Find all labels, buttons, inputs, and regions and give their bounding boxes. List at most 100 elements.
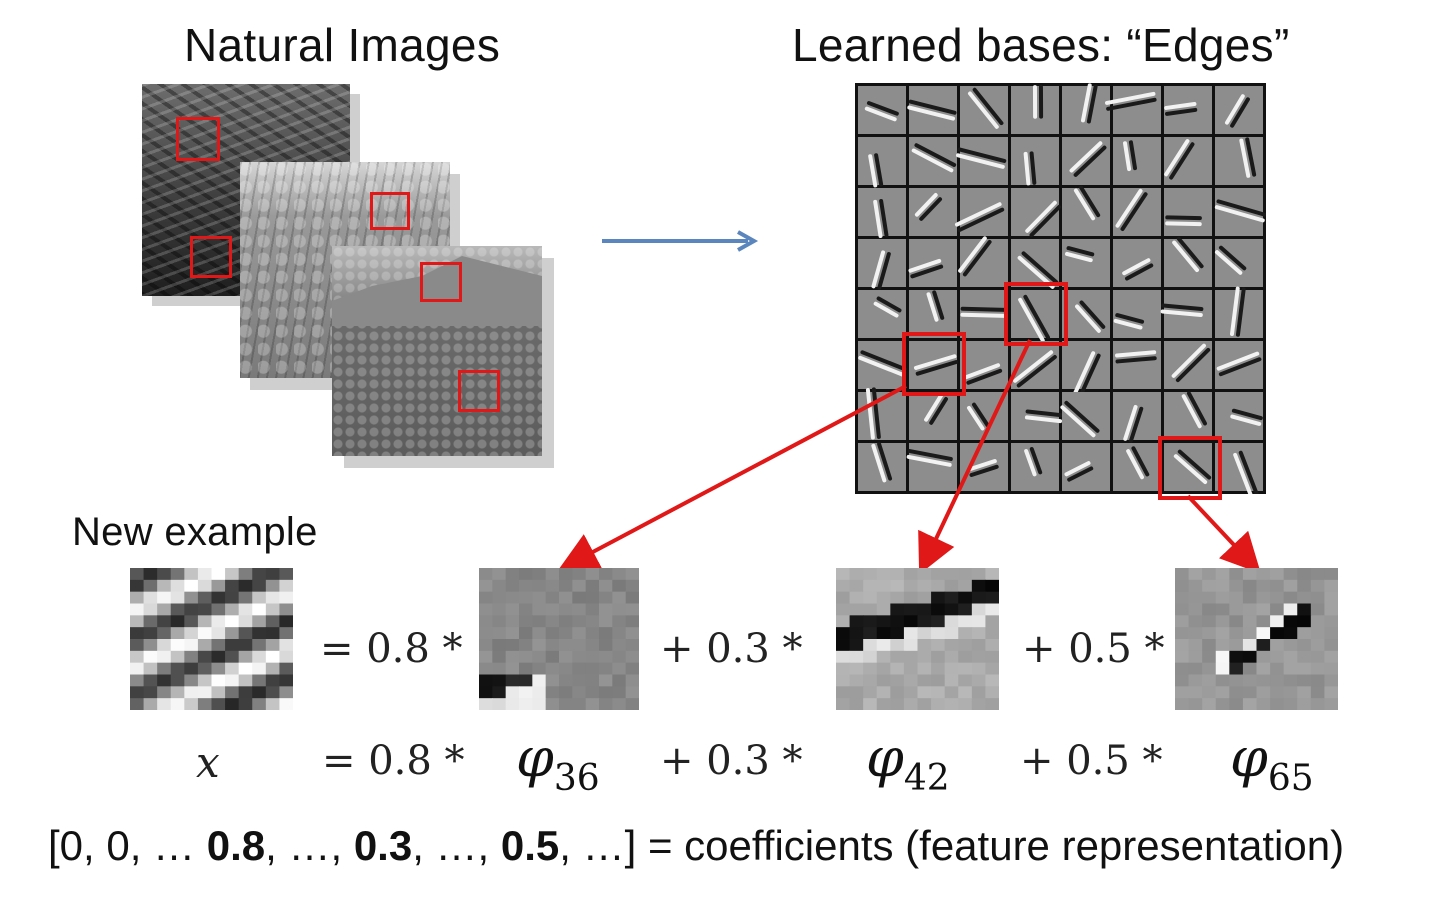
basis-tile: [1164, 341, 1212, 389]
patch-pixel: [1256, 650, 1271, 664]
patch-pixel: [211, 591, 226, 604]
basis-phi65-patch: [1175, 568, 1338, 710]
patch-pixel: [1242, 674, 1257, 687]
eq-bottom-coef-2: + 0.3 *: [660, 738, 803, 784]
patch-pixel: [1229, 639, 1244, 652]
basis-edge-stroke: [1177, 449, 1212, 480]
basis-edge-stroke: [873, 301, 899, 318]
patch-pixel: [1283, 627, 1298, 640]
patch-pixel: [836, 579, 851, 593]
patch-pixel: [585, 639, 600, 652]
patch-pixel: [532, 662, 547, 675]
patch-pixel: [1175, 662, 1190, 675]
patch-pixel: [479, 627, 493, 640]
patch-pixel: [1188, 627, 1203, 640]
patch-pixel: [479, 650, 493, 664]
basis-edge-stroke: [1113, 318, 1143, 330]
patch-pixel: [836, 650, 851, 664]
patch-pixel: [211, 603, 226, 616]
patch-pixel: [1310, 639, 1325, 652]
patch-pixel: [184, 698, 199, 710]
basis-edge-stroke: [1128, 140, 1138, 171]
patch-pixel: [1175, 639, 1190, 652]
patch-pixel: [1175, 603, 1190, 616]
patch-pixel: [849, 615, 864, 628]
basis-edge-stroke: [879, 198, 889, 238]
patch-pixel: [849, 662, 864, 675]
patch-pixel: [157, 627, 172, 640]
patch-pixel: [170, 627, 185, 640]
patch-pixel: [903, 568, 918, 581]
patch-pixel: [903, 698, 918, 710]
patch-pixel: [599, 579, 613, 593]
basis-edge-stroke: [1161, 303, 1204, 312]
patch-pixel: [931, 591, 946, 604]
patch-pixel: [265, 639, 280, 652]
patch-pixel: [585, 579, 600, 593]
coef-value-1: 0.8: [206, 822, 266, 869]
patch-pixel: [849, 639, 864, 652]
phi-subscript: 65: [1267, 758, 1314, 799]
patch-pixel: [479, 674, 493, 687]
basis-tile: [909, 392, 957, 440]
patch-pixel: [863, 627, 878, 640]
patch-pixel: [1310, 674, 1325, 687]
patch-pixel: [559, 627, 573, 640]
patch-pixel: [559, 615, 573, 628]
patch-pixel: [265, 579, 280, 593]
basis-edge-stroke: [919, 197, 943, 221]
patch-pixel: [1297, 579, 1312, 593]
patch-pixel: [944, 662, 959, 675]
patch-pixel: [971, 650, 986, 664]
patch-pixel: [1188, 568, 1203, 581]
patch-pixel: [876, 603, 891, 616]
basis-edge-stroke: [876, 296, 902, 313]
basis-edge-stroke: [871, 250, 886, 289]
patch-pixel: [971, 603, 986, 616]
patch-pixel: [1324, 591, 1338, 604]
patch-pixel: [157, 579, 172, 593]
patch-pixel: [1202, 627, 1217, 640]
patch-pixel: [170, 639, 185, 652]
patch-pixel: [944, 698, 959, 710]
patch-pixel: [143, 698, 158, 710]
patch-pixel: [197, 579, 212, 593]
patch-pixel: [863, 698, 878, 710]
patch-pixel: [958, 591, 973, 604]
patch-pixel: [971, 662, 986, 675]
patch-pixel: [931, 686, 946, 699]
basis-edge-stroke: [858, 355, 905, 377]
basis-edge-stroke: [1123, 404, 1138, 441]
patch-pixel: [492, 579, 507, 593]
patch-pixel: [849, 686, 864, 699]
patch-pixel: [903, 627, 918, 640]
patch-pixel: [1256, 627, 1271, 640]
patch-pixel: [572, 591, 587, 604]
patch-pixel: [157, 650, 172, 664]
patch-pixel: [625, 568, 639, 581]
patch-pixel: [184, 650, 199, 664]
patch-pixel: [585, 603, 600, 616]
patch-pixel: [252, 627, 267, 640]
patch-pixel: [1242, 568, 1257, 581]
patch-pixel: [492, 568, 507, 581]
patch-pixel: [971, 627, 986, 640]
patch-pixel: [197, 650, 212, 664]
patch-pixel: [876, 698, 891, 710]
right-arrow-icon: [602, 230, 759, 252]
patch-pixel: [519, 686, 533, 699]
patch-pixel: [1256, 568, 1271, 581]
coef-open: [0, 0, …: [48, 822, 207, 869]
patch-pixel: [157, 603, 172, 616]
patch-pixel: [279, 662, 293, 675]
patch-pixel: [903, 591, 918, 604]
basis-edge-stroke: [907, 449, 953, 461]
patch-pixel: [612, 639, 627, 652]
patch-highlight: [420, 262, 462, 302]
patch-pixel: [1283, 662, 1298, 675]
patch-pixel: [890, 627, 905, 640]
patch-pixel: [612, 579, 627, 593]
basis-edge-stroke: [1233, 452, 1253, 494]
learned-bases-grid: [855, 83, 1266, 494]
